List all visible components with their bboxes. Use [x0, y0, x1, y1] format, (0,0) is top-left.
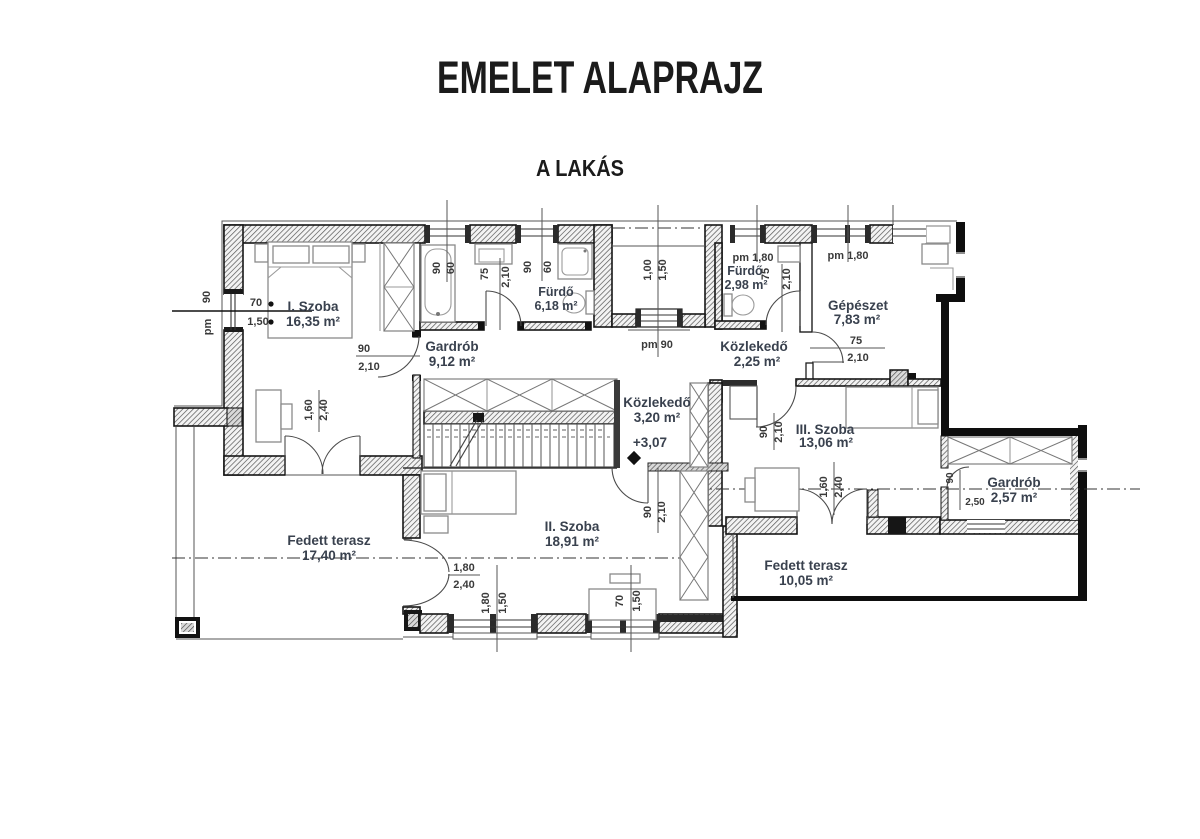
svg-text:II. Szoba: II. Szoba: [545, 519, 600, 534]
svg-text:10,05 m²: 10,05 m²: [779, 573, 834, 588]
svg-text:16,35 m²: 16,35 m²: [286, 314, 341, 329]
svg-text:2,10: 2,10: [773, 421, 785, 442]
svg-text:60: 60: [542, 261, 554, 273]
svg-text:75: 75: [479, 268, 491, 280]
svg-text:1,50: 1,50: [247, 316, 268, 328]
svg-text:2,10: 2,10: [847, 352, 868, 364]
svg-text:18,91 m²: 18,91 m²: [545, 534, 600, 549]
svg-text:90: 90: [358, 343, 370, 355]
svg-text:70: 70: [614, 595, 626, 607]
svg-text:2,57 m²: 2,57 m²: [991, 490, 1038, 505]
svg-text:17,40 m²: 17,40 m²: [302, 548, 357, 563]
svg-text:2,40: 2,40: [833, 476, 845, 497]
svg-text:1,80: 1,80: [480, 592, 492, 613]
svg-text:1,80: 1,80: [453, 562, 474, 574]
svg-text:90: 90: [522, 261, 534, 273]
svg-text:Közlekedő: Közlekedő: [623, 395, 691, 410]
svg-text:70: 70: [250, 297, 262, 309]
svg-text:pm 1,80: pm 1,80: [828, 250, 869, 262]
svg-text:3,20 m²: 3,20 m²: [634, 410, 681, 425]
svg-text:pm 1,80: pm 1,80: [733, 252, 774, 264]
svg-text:Fedett terasz: Fedett terasz: [287, 533, 371, 548]
svg-text:Gardrób: Gardrób: [987, 475, 1040, 490]
svg-text:A LAKÁS: A LAKÁS: [536, 154, 624, 181]
svg-text:90: 90: [758, 426, 770, 438]
svg-text:2,25 m²: 2,25 m²: [734, 354, 781, 369]
svg-text:2,98 m²: 2,98 m²: [724, 278, 767, 292]
svg-text:EMELET ALAPRAJZ: EMELET ALAPRAJZ: [437, 52, 763, 103]
svg-text:90: 90: [642, 506, 654, 518]
svg-text:1,50: 1,50: [497, 592, 509, 613]
svg-text:90: 90: [945, 472, 956, 484]
svg-text:2,40: 2,40: [453, 579, 474, 591]
svg-text:Gardrób: Gardrób: [425, 339, 478, 354]
svg-text:I. Szoba: I. Szoba: [287, 299, 338, 314]
svg-text:+3,07: +3,07: [633, 435, 667, 450]
svg-text:1,00: 1,00: [642, 259, 654, 280]
svg-text:75: 75: [760, 268, 772, 280]
svg-text:Fedett terasz: Fedett terasz: [764, 558, 848, 573]
svg-text:Közlekedő: Közlekedő: [720, 339, 788, 354]
svg-text:6,18 m²: 6,18 m²: [534, 299, 577, 313]
svg-text:1,50: 1,50: [631, 590, 643, 611]
svg-text:90: 90: [431, 262, 443, 274]
svg-text:7,83 m²: 7,83 m²: [834, 312, 881, 327]
svg-text:60: 60: [445, 262, 457, 274]
svg-text:2,10: 2,10: [500, 266, 512, 287]
svg-text:2,50: 2,50: [965, 497, 985, 508]
svg-text:9,12 m²: 9,12 m²: [429, 354, 476, 369]
svg-text:2,40: 2,40: [318, 399, 330, 420]
svg-text:Fürdő: Fürdő: [538, 285, 574, 299]
svg-text:III. Szoba: III. Szoba: [796, 422, 855, 437]
svg-text:Fürdő: Fürdő: [727, 264, 763, 278]
svg-text:13,06 m²: 13,06 m²: [799, 435, 854, 450]
svg-text:1,60: 1,60: [818, 476, 830, 497]
svg-text:2,10: 2,10: [656, 501, 668, 522]
svg-text:Gépészet: Gépészet: [828, 298, 889, 313]
svg-text:2,10: 2,10: [781, 268, 793, 289]
svg-text:pm: pm: [202, 319, 214, 336]
svg-text:pm 90: pm 90: [641, 339, 673, 351]
svg-text:2,10: 2,10: [358, 361, 379, 373]
svg-text:90: 90: [201, 291, 213, 303]
svg-text:75: 75: [850, 335, 862, 347]
svg-text:1,60: 1,60: [303, 399, 315, 420]
svg-text:1,50: 1,50: [657, 259, 669, 280]
